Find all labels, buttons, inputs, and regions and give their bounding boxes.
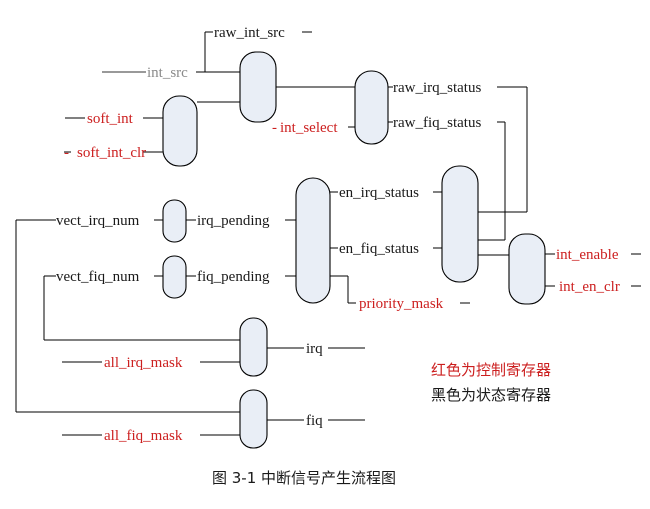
soft-int-block	[162, 95, 198, 167]
label-priority-mask: priority_mask	[359, 296, 444, 312]
vect-irq-block	[162, 199, 187, 243]
label-int-en-clr: int_en_clr	[559, 279, 620, 295]
label-fiq: fiq	[306, 413, 323, 429]
label-all-fiq-mask: all_fiq_mask	[104, 428, 183, 444]
legend-control-registers: 红色为控制寄存器	[431, 361, 551, 379]
label-irq-pending: irq_pending	[197, 213, 270, 229]
label-all-irq-mask: all_irq_mask	[104, 355, 183, 371]
label-en-irq-status: en_irq_status	[339, 185, 419, 201]
int-select-block	[354, 70, 389, 145]
label-int-src: int_src	[147, 65, 188, 81]
connector-lines	[15, 31, 641, 436]
label-vect-irq-num: vect_irq_num	[56, 213, 140, 229]
raw-status-block	[239, 51, 277, 123]
legend-status-registers: 黑色为状态寄存器	[431, 386, 551, 404]
label-raw-int-src: raw_int_src	[214, 25, 285, 41]
signal-labels: raw_int_src int_src soft_int - soft_int_…	[56, 25, 620, 444]
vect-fiq-block	[162, 255, 187, 299]
legend: 红色为控制寄存器 黑色为状态寄存器	[431, 361, 551, 404]
int-enable-block	[508, 233, 546, 305]
irq-block	[239, 317, 268, 377]
fiq-block	[239, 389, 268, 449]
label-int-enable: int_enable	[556, 247, 619, 263]
en-status-block	[441, 165, 479, 283]
figure-caption: 图 3-1 中断信号产生流程图	[212, 469, 396, 487]
priority-block	[295, 177, 331, 304]
label-vect-fiq-num: vect_fiq_num	[56, 269, 140, 285]
label-soft-int-clr-dash: -	[64, 145, 69, 161]
label-raw-fiq-status: raw_fiq_status	[393, 115, 481, 131]
label-soft-int-clr: soft_int_clr	[77, 145, 146, 161]
label-raw-irq-status: raw_irq_status	[393, 80, 481, 96]
label-fiq-pending: fiq_pending	[197, 269, 270, 285]
label-irq: irq	[306, 341, 323, 357]
logic-blocks	[162, 51, 546, 449]
label-en-fiq-status: en_fiq_status	[339, 241, 419, 257]
label-int-select-text: int_select	[280, 120, 338, 136]
label-int-select: -	[272, 120, 277, 136]
label-soft-int: soft_int	[87, 111, 134, 127]
